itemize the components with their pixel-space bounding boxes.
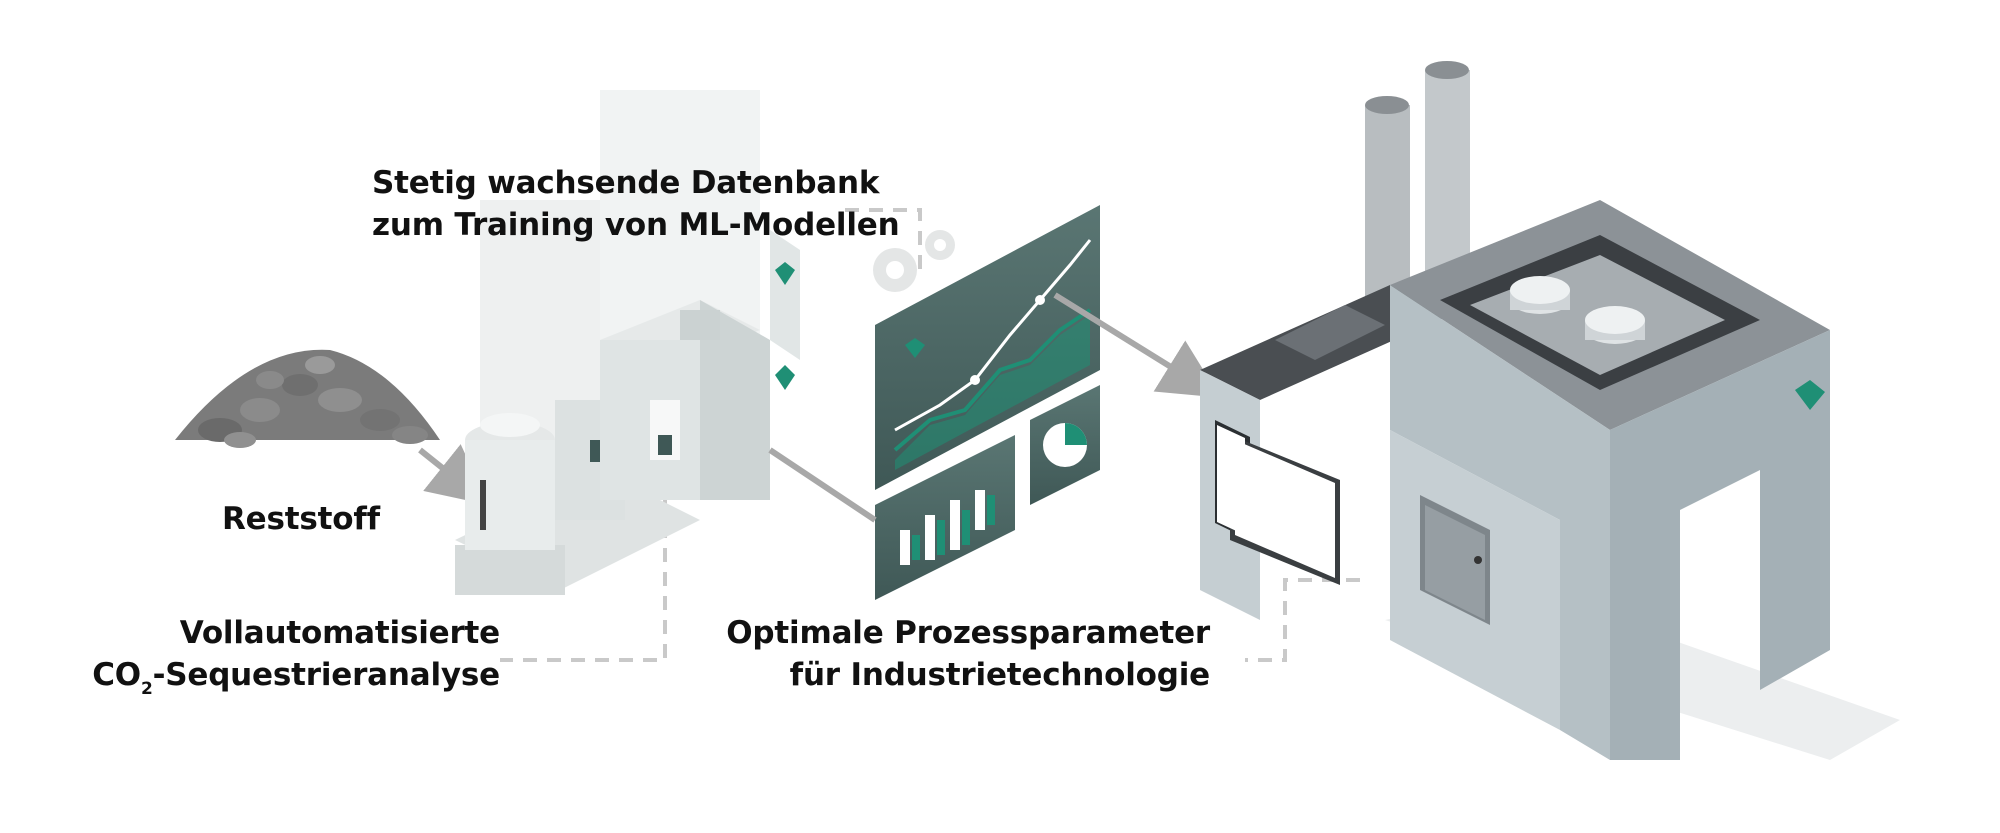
label-residue: Reststoff: [222, 501, 380, 537]
factory-icon: [1200, 61, 1900, 760]
label-analysis: Vollautomatisierte CO2-Sequestrieranalys…: [92, 612, 500, 701]
label-analysis-subscript: 2: [140, 679, 153, 699]
label-process-line1: Optimale Prozessparameter: [726, 615, 1210, 651]
dashed-connector-analysis: [500, 500, 667, 662]
dashed-connector-database: [845, 208, 922, 270]
label-database: Stetig wachsende Datenbank zum Training …: [372, 162, 900, 246]
brand-crystal-icon: [775, 365, 795, 390]
brand-crystal-icon: [775, 262, 795, 285]
label-database-line2: zum Training von ML-Modellen: [372, 207, 900, 243]
analysis-machine-icon: [455, 90, 800, 595]
arrow-residue-to-machine: [418, 444, 489, 505]
dashboard-panel-icon: [875, 205, 1100, 600]
label-process-line2: für Industrietechnologie: [789, 657, 1211, 693]
dashed-connectors: [500, 208, 1360, 662]
brand-crystal-icon: [1795, 380, 1825, 410]
label-database-line1: Stetig wachsende Datenbank: [372, 165, 880, 201]
brand-crystal-icon: [905, 338, 925, 358]
connector-machine-to-dashboard: [768, 447, 877, 523]
label-analysis-suffix: -Sequestrieranalyse: [152, 657, 501, 693]
label-analysis-line2: CO2-Sequestrieranalyse: [92, 654, 500, 701]
gear-icon: [873, 230, 955, 292]
label-process: Optimale Prozessparameter für Industriet…: [726, 612, 1210, 696]
label-analysis-co: CO: [92, 657, 141, 693]
rock-pile-icon: [175, 349, 440, 448]
dashed-connector-process: [1245, 578, 1360, 662]
arrow-dashboard-to-factory: [1053, 292, 1221, 398]
label-analysis-line1: Vollautomatisierte: [179, 615, 500, 651]
